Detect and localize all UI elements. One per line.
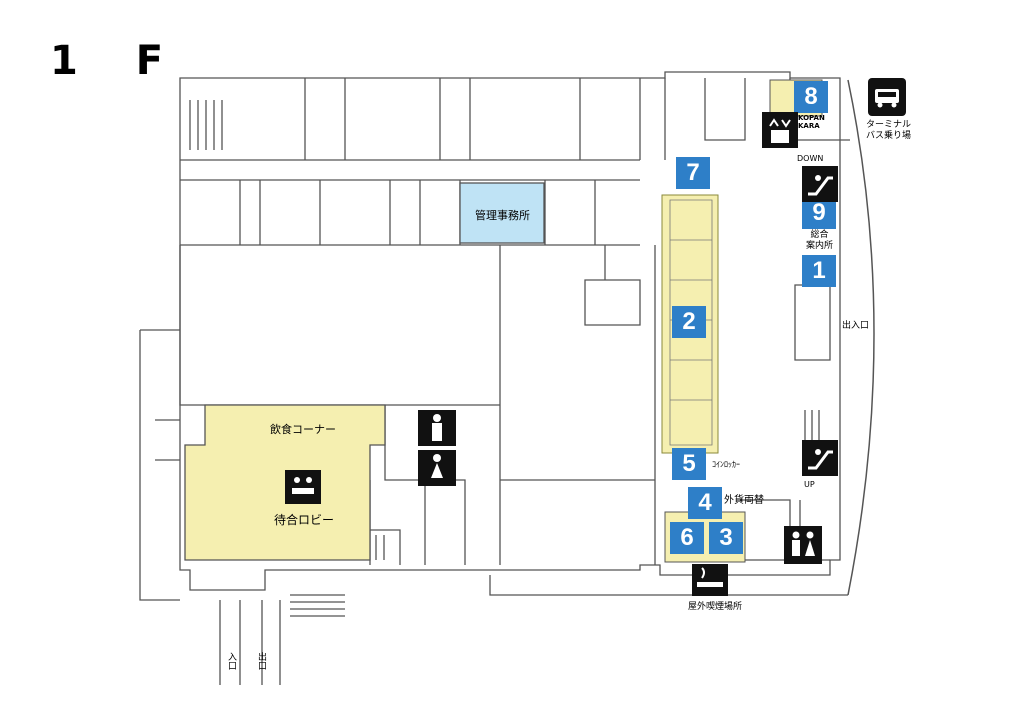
waiting-lobby-label: 待合ロビー (274, 513, 335, 527)
smoking-icon (692, 564, 728, 596)
bus-icon (868, 78, 906, 116)
escalator-icon-down (802, 166, 838, 202)
building-outline (179, 71, 841, 591)
coin-locker-label: ｺｲﾝﾛｯｶｰ (712, 460, 740, 469)
marker-3[interactable]: 3 (709, 522, 743, 554)
waiting-seat-icon (285, 470, 321, 504)
marker-4[interactable]: 4 (688, 487, 722, 519)
restroom-icon-women (418, 450, 456, 486)
marker-7[interactable]: 7 (676, 157, 710, 189)
marker-1[interactable]: 1 (802, 255, 836, 287)
currency-exchange-label: 外貨両替 (724, 495, 764, 506)
marker-9[interactable]: 9 (802, 197, 836, 229)
floor-title: 1 F (50, 38, 186, 84)
kopankara-label: KOPAN KARA (798, 114, 825, 130)
smoking-area-label: 屋外喫煙場所 (688, 602, 743, 612)
marker-2[interactable]: 2 (672, 306, 706, 338)
marker-8[interactable]: 8 (794, 81, 828, 113)
exit-path-label: 出口 (256, 652, 266, 670)
elevator-icon (762, 112, 798, 148)
entrance-label: 出入口 (842, 321, 870, 331)
escalator-icon-up (802, 440, 838, 476)
restroom-icon-men (418, 410, 456, 446)
down-label: DOWN (797, 154, 824, 163)
marker-5[interactable]: 5 (672, 448, 706, 480)
bus-terminal-label: ターミナル バス乗り場 (866, 120, 912, 141)
up-label: UP (804, 480, 815, 489)
office-room (459, 182, 545, 244)
info-center-label: 総合 案内所 (806, 230, 834, 251)
office-label: 管理事務所 (475, 209, 530, 222)
entry-path-label: 入口 (226, 652, 236, 670)
food-corner-label: 飲食コーナー (270, 423, 336, 436)
marker-6[interactable]: 6 (670, 522, 704, 554)
restroom-icon (784, 526, 822, 564)
